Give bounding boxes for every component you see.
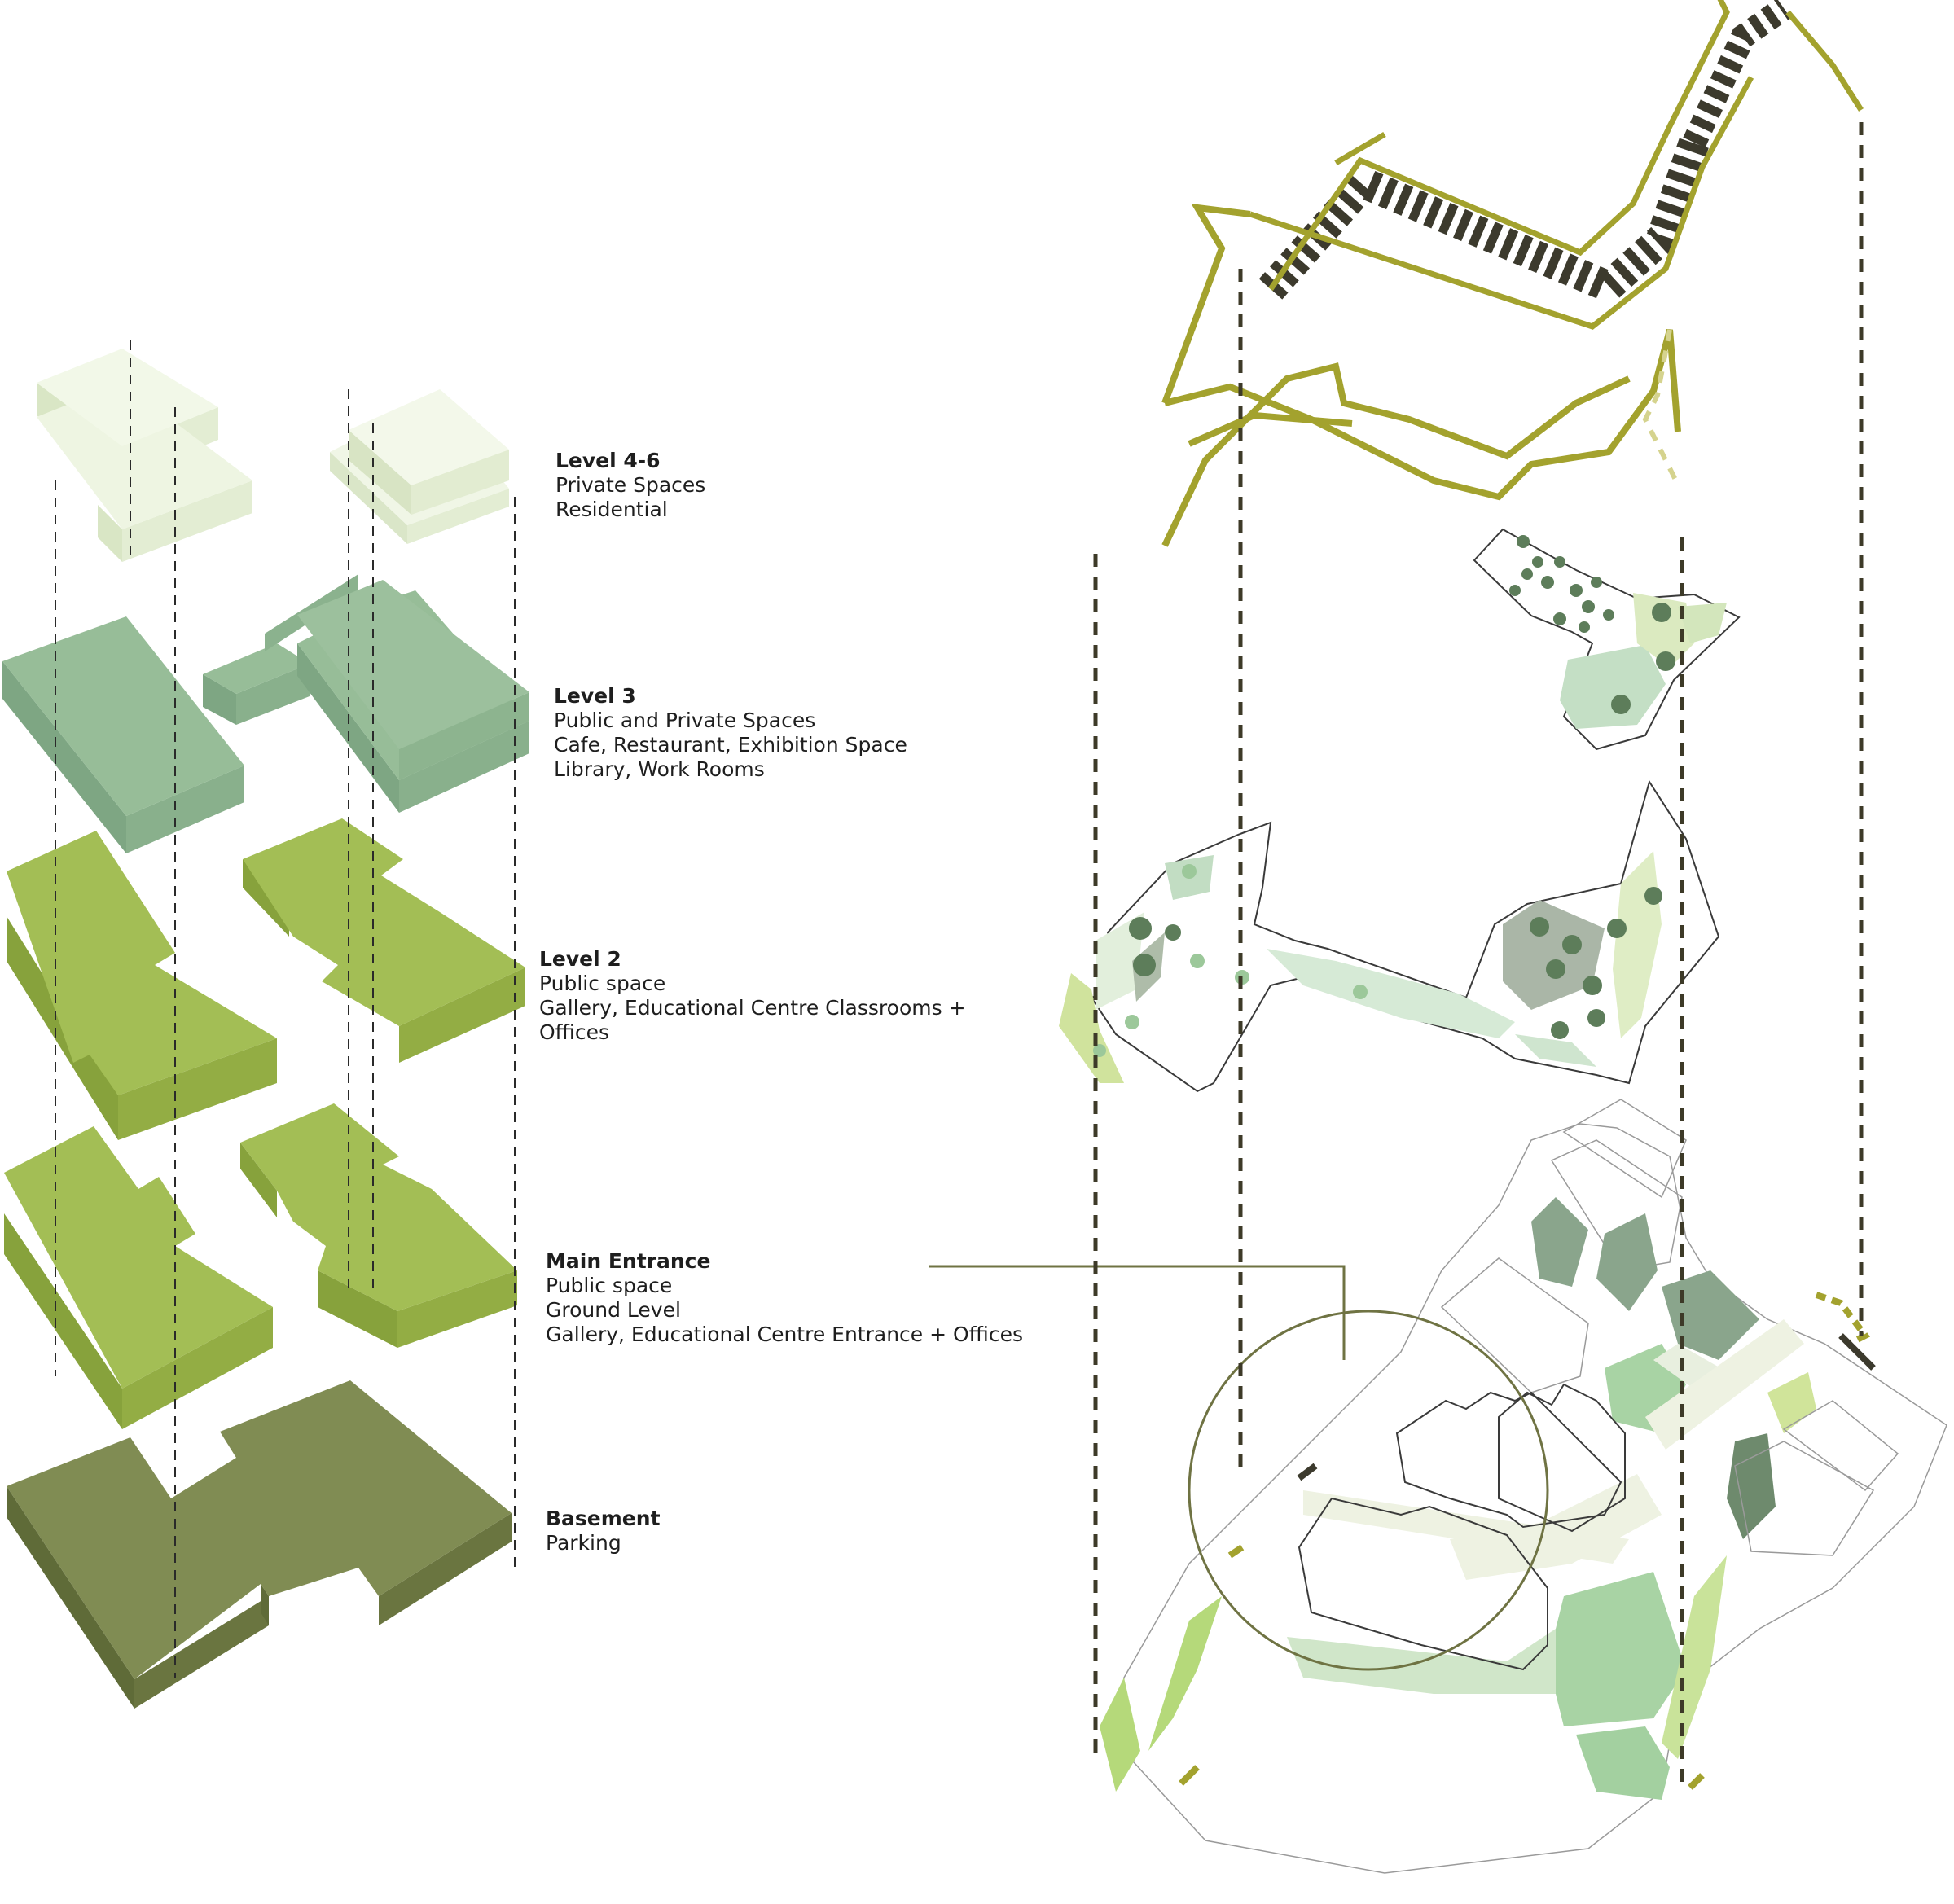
level-4-6-line-2: Residential [555,498,668,521]
level-2-slab-left [7,831,277,1095]
right-projection-lines [1093,122,1864,1783]
level-2-slab-right [243,818,525,1026]
level-3-line-1: Public and Private Spaces [554,709,816,732]
level-3-line-2: Cafe, Restaurant, Exhibition Space [554,733,907,757]
basement-slab [7,1380,512,1679]
main-entrance-line-1: Public space [546,1274,673,1297]
bridge-route-layer [1161,0,1864,547]
residential-towers [37,349,509,562]
roof-garden-plan [1473,528,1741,751]
main-entrance-line-2: Ground Level [546,1298,681,1322]
level-2-line-2: Gallery, Educational Centre Classrooms + [539,996,966,1020]
basement-heading: Basement [546,1507,661,1530]
ground-slab-right [240,1103,517,1311]
ground-slab-left [4,1126,273,1389]
main-entrance-label: Main Entrance Public space Ground Level … [546,1249,1023,1347]
main-entrance-line-3: Gallery, Educational Centre Entrance + O… [546,1323,1023,1346]
ground-site-plan [1100,1099,1947,1874]
level-4-6-heading: Level 4-6 [555,449,661,472]
level-2-label: Level 2 Public space Gallery, Educationa… [539,947,966,1045]
level-4-6-line-1: Private Spaces [555,473,706,497]
basement-label: Basement Parking [546,1507,661,1555]
level-2-plan [1059,779,1720,1093]
level-3-slab-left [2,616,244,816]
left-projection-lines [55,340,516,1678]
main-entrance-leader-line [929,1265,1346,1360]
main-entrance-heading: Main Entrance [546,1249,711,1273]
level-3-line-3: Library, Work Rooms [554,757,765,781]
level-2-blocks [7,818,525,1140]
main-entrance-circle [1188,1310,1549,1671]
level-3-heading: Level 3 [554,684,636,708]
ground-level-blocks [4,1103,517,1429]
level-4-6-label: Level 4-6 Private Spaces Residential [555,449,705,522]
level-2-line-1: Public space [539,972,666,995]
level-2-heading: Level 2 [539,947,621,971]
level-3-blocks [2,574,529,853]
level-3-connector [203,643,310,694]
level-2-line-3: Offices [539,1020,609,1044]
basement-block [7,1380,512,1709]
basement-line-1: Parking [546,1531,621,1555]
level-3-label: Level 3 Public and Private Spaces Cafe, … [554,684,907,782]
